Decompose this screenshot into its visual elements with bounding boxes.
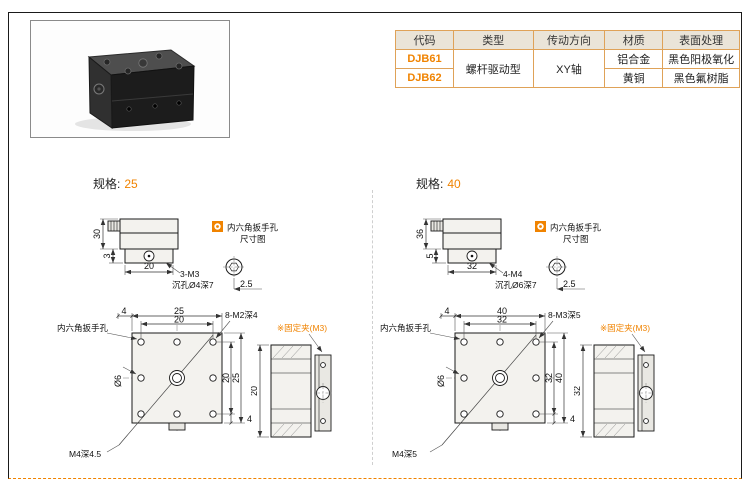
dim-outer-width: 25 xyxy=(174,306,184,316)
col-header-surface: 表面处理 xyxy=(662,30,740,50)
side-view-drawing: ※固定夹(M3) 32 xyxy=(574,323,655,438)
dim-hole-span-height: 32 xyxy=(544,373,554,383)
dim-outer-width: 40 xyxy=(497,306,507,316)
col-header-code: 代码 xyxy=(395,30,454,50)
hole-callout-line1: 4-M4 xyxy=(503,269,523,279)
dim-wrench-dia: Ø6 xyxy=(436,375,446,387)
product-code-djb61[interactable]: DJB61 xyxy=(395,49,454,69)
dim-hole-span-height: 20 xyxy=(221,373,231,383)
material-cell-2: 黄铜 xyxy=(604,68,664,88)
dim-base-offset: 5 xyxy=(425,253,435,258)
section-divider xyxy=(372,190,373,465)
dim-hole-span-width: 20 xyxy=(174,315,184,325)
type-cell: 螺杆驱动型 xyxy=(452,49,534,88)
dim-hole-span-width: 32 xyxy=(497,315,507,325)
hex-note-line2: 尺寸图 xyxy=(240,234,266,244)
product-code-djb62[interactable]: DJB62 xyxy=(395,68,454,88)
dim-outer-height: 25 xyxy=(231,373,241,383)
hex-note-dim: 2.5 xyxy=(563,279,576,289)
clamp-callout: ※固定夹(M3) xyxy=(600,323,650,333)
product-photo-image xyxy=(75,49,196,131)
dim-base-offset: 3 xyxy=(102,253,112,258)
front-view-drawing: 36 5 32 4-M4 沉孔Ø6深7 xyxy=(415,218,537,290)
product-table: 代码 类型 传动方向 材质 表面处理 DJB61 螺杆驱动型 XY轴 铝合金 黑… xyxy=(395,30,740,88)
top-view-drawing: 4 40 32 32 40 4 内六角扳手孔 Ø6 8-M3深5 M4深5 xyxy=(380,306,581,459)
center-hole-callout: M4深5 xyxy=(392,449,417,459)
top-view-drawing: 4 25 20 20 25 4 内六角扳手孔 Ø6 8-M2深4 M4深4.5 xyxy=(57,306,258,459)
page-frame xyxy=(8,12,742,479)
table-row: DJB61 螺杆驱动型 XY轴 铝合金 黑色阳极氧化 xyxy=(395,49,740,88)
corner-holes-callout: 8-M2深4 xyxy=(225,310,258,320)
dim-outer-height: 40 xyxy=(554,373,564,383)
front-view-drawing: 30 3 20 3-M3 沉孔Ø4深7 xyxy=(92,218,214,290)
material-cell-1: 铝合金 xyxy=(604,49,664,69)
dim-bottom-offset: 4 xyxy=(570,414,575,424)
dim-body-height: 30 xyxy=(92,229,102,239)
hex-note-dim: 2.5 xyxy=(240,279,253,289)
spec-title-25: 规格:25 xyxy=(93,175,138,192)
dim-base-width: 32 xyxy=(467,261,477,271)
table-header-row: 代码 类型 传动方向 材质 表面处理 xyxy=(395,30,740,50)
spec-title-value: 25 xyxy=(124,177,138,191)
dim-base-width: 20 xyxy=(144,261,154,271)
spec-section-25: 规格:25 30 3 20 3-M3 沉孔Ø4深7 内六角扳手孔 尺寸图 2.5 xyxy=(55,175,375,477)
wrench-hole-label: 内六角扳手孔 xyxy=(380,323,432,333)
hex-wrench-note: 内六角扳手孔 尺寸图 2.5 xyxy=(535,221,602,292)
hole-callout-line1: 3-M3 xyxy=(180,269,200,279)
side-view-drawing: ※固定夹(M3) 20 xyxy=(251,323,332,438)
spec-title-label: 规格: xyxy=(416,177,444,191)
hex-note-line1: 内六角扳手孔 xyxy=(227,223,279,233)
center-hole-callout: M4深4.5 xyxy=(69,449,101,459)
corner-holes-callout: 8-M3深5 xyxy=(548,310,581,320)
dim-wrench-dia: Ø6 xyxy=(113,375,123,387)
hex-note-line2: 尺寸图 xyxy=(563,234,589,244)
hex-note-line1: 内六角扳手孔 xyxy=(550,223,602,233)
dim-left-offset: 4 xyxy=(121,306,126,316)
spec-section-40: 规格:40 36 5 32 4-M4 沉孔Ø6深7 内六角扳手孔 尺寸图 2.5 xyxy=(378,175,698,477)
surface-cell-1: 黑色阳极氧化 xyxy=(662,49,740,69)
dim-body-height: 36 xyxy=(415,229,425,239)
clamp-callout: ※固定夹(M3) xyxy=(277,323,327,333)
col-header-material: 材质 xyxy=(604,30,664,50)
dim-side-height: 20 xyxy=(251,386,259,396)
hex-wrench-note: 内六角扳手孔 尺寸图 2.5 xyxy=(212,221,279,292)
hole-callout-line2: 沉孔Ø4深7 xyxy=(172,280,214,290)
wrench-hole-label: 内六角扳手孔 xyxy=(57,323,109,333)
col-header-direction: 传动方向 xyxy=(532,30,606,50)
surface-cell-2: 黑色氟树脂 xyxy=(662,68,740,88)
spec-title-label: 规格: xyxy=(93,177,121,191)
direction-cell: XY轴 xyxy=(532,49,606,88)
product-photo xyxy=(30,20,230,138)
dim-bottom-offset: 4 xyxy=(247,414,252,424)
spec-title-40: 规格:40 xyxy=(416,175,461,192)
col-header-type: 类型 xyxy=(452,30,534,50)
spec-title-value: 40 xyxy=(447,177,461,191)
table-row: DJB62 黄铜 黑色氟树脂 xyxy=(395,68,740,88)
dim-side-height: 32 xyxy=(574,386,582,396)
hole-callout-line2: 沉孔Ø6深7 xyxy=(495,280,537,290)
dim-left-offset: 4 xyxy=(444,306,449,316)
